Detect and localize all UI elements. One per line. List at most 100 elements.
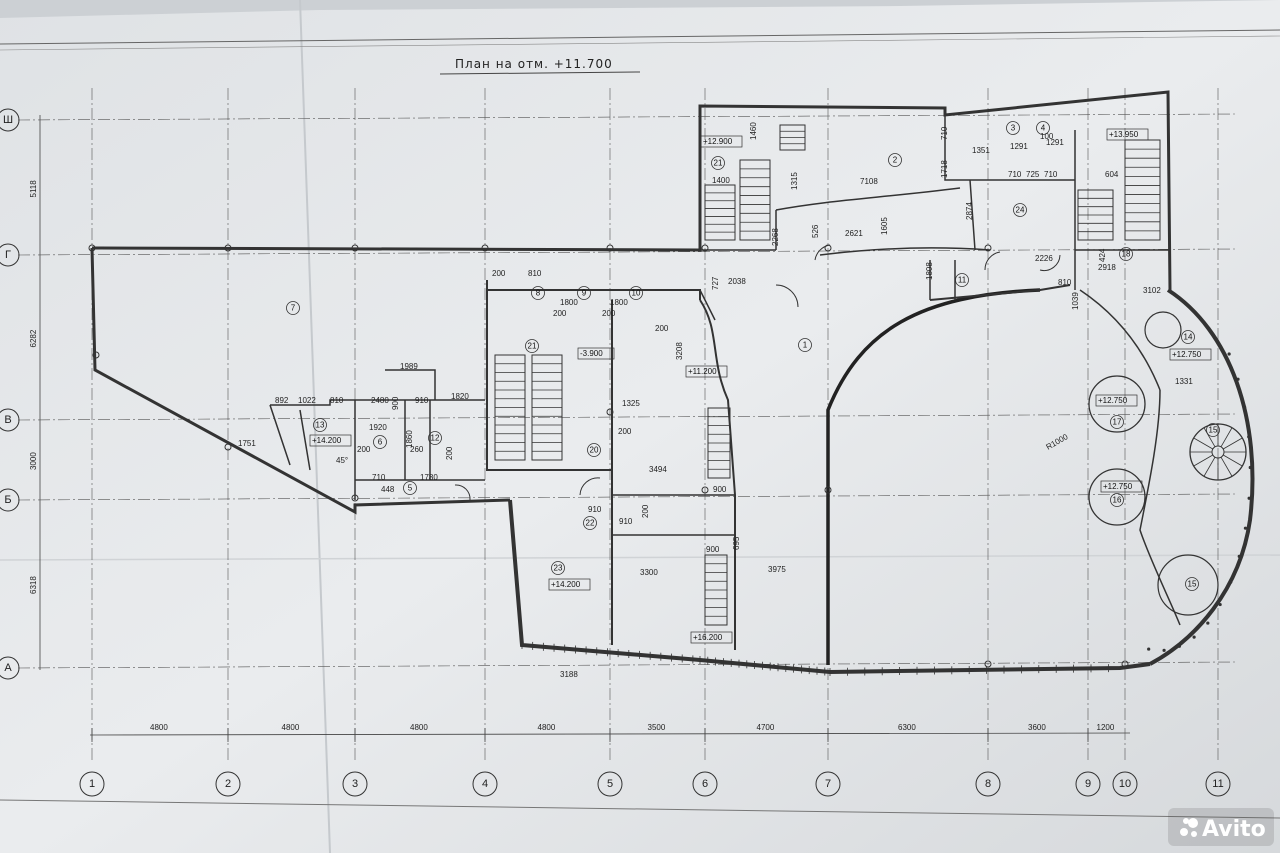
dimension-value: 2621	[845, 229, 863, 238]
level-mark: -3.900	[580, 349, 603, 358]
dimension-value: 3494	[649, 465, 667, 474]
bottom-dimension-value: 4800	[282, 723, 300, 732]
bottom-dimension-value: 4700	[757, 723, 775, 732]
column-axis-label: 4	[482, 778, 488, 790]
spiral-stair-treads	[1190, 424, 1246, 480]
facade-node	[1236, 377, 1240, 381]
room-number: 22	[586, 519, 595, 528]
column-axis-marker	[815, 771, 841, 797]
dimension-value: 2038	[728, 277, 746, 286]
dimension-value: 200	[618, 427, 632, 436]
dimension-value: 2226	[1035, 254, 1053, 263]
room-number-circle	[313, 418, 327, 432]
room-number-circle	[1206, 423, 1220, 437]
bottom-dimension-value: 4800	[150, 723, 168, 732]
column-axis-marker	[692, 771, 718, 797]
dimension-value: 910	[415, 396, 429, 405]
interior-wall	[700, 210, 777, 251]
dimension-value: 3300	[640, 568, 658, 577]
facade-node	[1229, 580, 1233, 584]
dimension-value: 260	[410, 445, 424, 454]
room-number: 8	[536, 289, 541, 298]
dimension-value: 1751	[238, 439, 256, 448]
column-axis-label: 2	[225, 778, 231, 790]
bottom-dimension-value: 4800	[538, 723, 556, 732]
structural-column	[701, 486, 709, 494]
dimension-value: 200	[602, 309, 616, 318]
dimension-value: 200	[492, 269, 506, 278]
column-axis-label: 8	[985, 778, 991, 790]
outer-wall-curved-east	[1149, 288, 1255, 666]
level-mark: +14.200	[312, 436, 342, 445]
dimension-value: 1800	[560, 298, 578, 307]
column-axis-marker	[1205, 771, 1231, 797]
spiral-tread	[1193, 437, 1214, 450]
column-axis-label: 6	[702, 778, 708, 790]
avito-logo-icon	[1191, 831, 1197, 837]
facade-node	[1218, 602, 1222, 607]
room-number: 15	[1209, 426, 1218, 435]
structural-column	[824, 244, 832, 252]
room-number-circle	[587, 443, 601, 457]
dimension-value: 1718	[940, 160, 949, 178]
dimension-value: 100	[1040, 132, 1054, 141]
room-number-circle	[1181, 330, 1195, 344]
left-dimension-value: 5118	[29, 180, 38, 198]
level-mark-frame	[690, 631, 733, 644]
dimension-value: 710	[1008, 170, 1022, 179]
level-mark-frame	[548, 578, 591, 591]
column-axis-label: 5	[607, 778, 613, 790]
atrium-north-wall	[929, 284, 1071, 301]
column-axis-label: 3	[352, 778, 358, 790]
dimension-value: 810	[1058, 278, 1072, 287]
room-number: 11	[958, 276, 967, 285]
interior-wall	[355, 369, 485, 481]
level-mark-frame	[309, 434, 352, 447]
interior-wall	[269, 404, 311, 471]
dimension-value: 910	[619, 517, 633, 526]
round-pillar	[1088, 468, 1146, 526]
row-axis-label: Ш	[3, 114, 13, 126]
dimension-value: 448	[381, 485, 395, 494]
structural-column	[92, 351, 100, 359]
level-mark-frame	[577, 347, 615, 360]
room-number: 1	[803, 341, 808, 350]
spiral-tread	[1220, 427, 1233, 448]
title-underline	[439, 71, 641, 75]
room-number-circle	[629, 286, 643, 300]
column-axis-marker	[215, 771, 241, 797]
level-mark: +16.200	[693, 633, 723, 642]
structural-column	[1121, 660, 1129, 668]
dimension-value: 1351	[972, 146, 990, 155]
dimension-value: 1460	[749, 122, 758, 140]
row-axis-line	[17, 248, 1236, 256]
room-number-circle	[955, 273, 969, 287]
dimension-value: 1780	[420, 473, 438, 482]
bottom-dimension-value: 3600	[1028, 723, 1046, 732]
dimension-value: 1291	[1010, 142, 1028, 151]
door-swing	[454, 484, 471, 501]
facade-node	[1247, 435, 1251, 439]
facade-node	[1177, 644, 1181, 648]
dimension-value: 1315	[790, 172, 799, 190]
room-number-circle	[1119, 247, 1133, 261]
structural-column	[606, 408, 614, 416]
room-number-circle	[373, 435, 387, 449]
room-number: 16	[1113, 496, 1122, 505]
structural-column	[984, 244, 992, 252]
dimension-value: 1800	[610, 298, 628, 307]
structural-column	[351, 244, 359, 252]
dimension-value: 810	[528, 269, 542, 278]
column-axis-marker	[1075, 771, 1101, 797]
dimension-value: 2874	[965, 202, 974, 220]
plan-title: План на отм. +11.700	[455, 57, 613, 71]
row-axis-line	[17, 493, 1236, 501]
level-mark-frame	[1100, 480, 1143, 493]
dimension-value: 900	[706, 545, 720, 554]
structural-column	[224, 443, 232, 451]
dimension-value: 3188	[560, 670, 578, 679]
room-number: 20	[590, 446, 599, 455]
